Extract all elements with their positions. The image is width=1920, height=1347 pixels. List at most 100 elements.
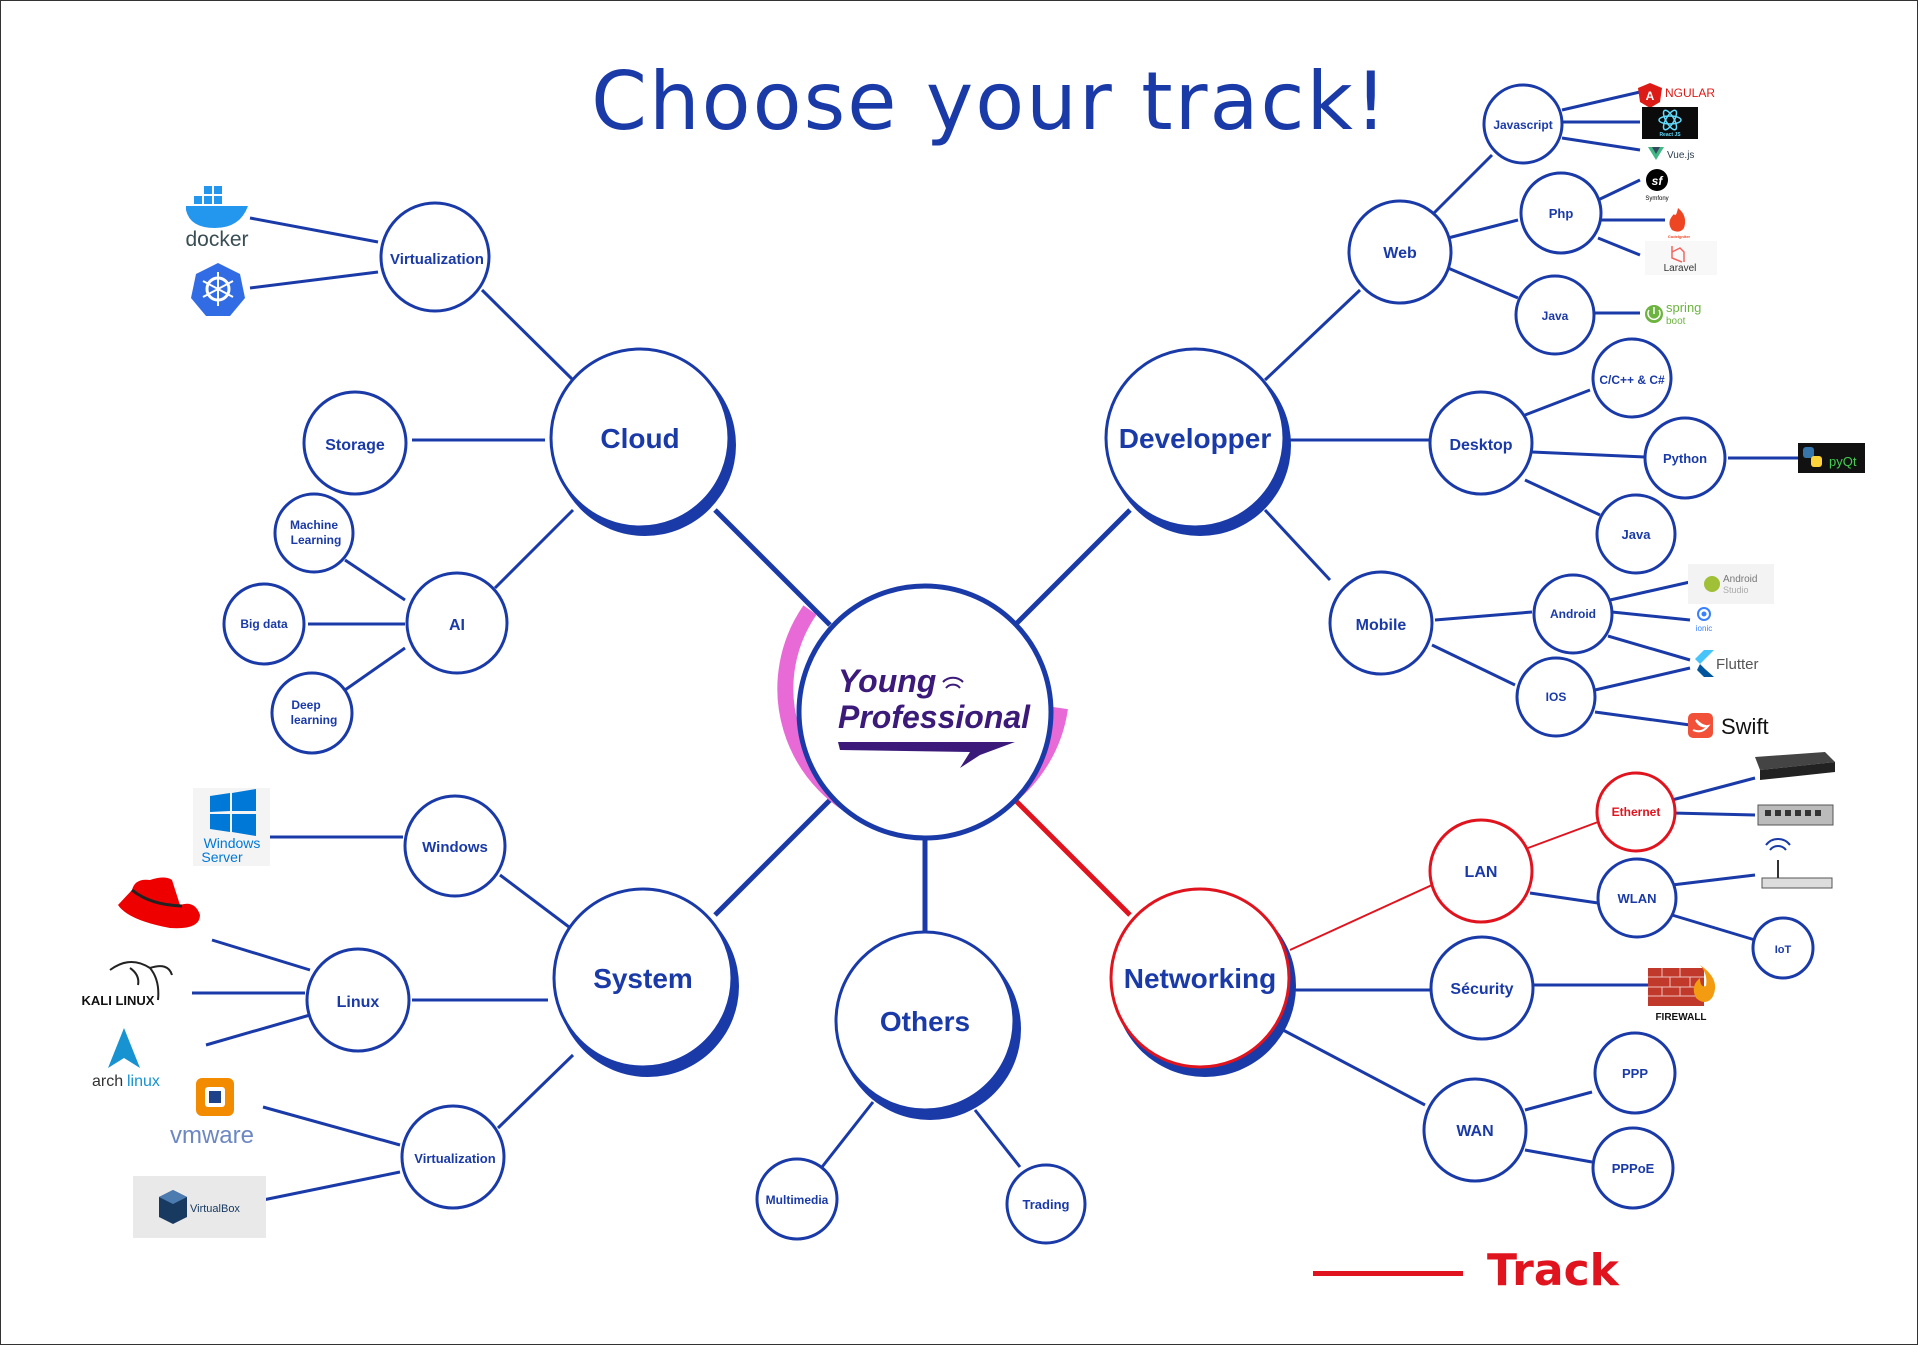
edge-wlan-iot xyxy=(1671,913,1756,942)
edge-virt-docker xyxy=(249,216,379,244)
label-ppp: PPP xyxy=(1622,1066,1648,1081)
label-virtualization-system: Virtualization xyxy=(414,1151,495,1166)
android-studio-logo: Android Studio xyxy=(1688,564,1774,604)
virtualbox-text: VirtualBox xyxy=(190,1203,240,1215)
label-windows: Windows xyxy=(422,839,488,856)
react-atom-icon xyxy=(1658,109,1682,131)
small-nodes xyxy=(222,83,1815,1245)
codeigniter-text: CodeIgniter xyxy=(1668,234,1691,239)
node-others[interactable]: Others xyxy=(834,930,1021,1120)
label-java-web: Java xyxy=(1542,309,1569,323)
arch-logo: arch linux xyxy=(92,1028,160,1090)
node-virtualization-cloud[interactable] xyxy=(379,201,491,313)
label-android: Android xyxy=(1550,607,1596,621)
label-security: Sécurity xyxy=(1450,981,1513,998)
label-virtualization-cloud: Virtualization xyxy=(390,251,484,268)
edge-center-networking xyxy=(1013,798,1132,917)
node-ethernet[interactable] xyxy=(1595,771,1677,853)
node-big-data[interactable] xyxy=(222,582,306,666)
node-storage[interactable] xyxy=(302,390,408,496)
windows-server-text-1: Windows xyxy=(204,835,261,851)
spring-boot-logo: spring boot xyxy=(1645,300,1701,327)
node-mobile[interactable] xyxy=(1328,570,1434,676)
track-connectors xyxy=(1013,798,1599,951)
android-studio-icon xyxy=(1704,576,1720,592)
laravel-icon xyxy=(1671,246,1685,263)
ionic-icon xyxy=(1697,607,1711,621)
small-node-labels: Virtualization Storage AI Machine Learni… xyxy=(240,118,1791,1212)
node-system[interactable]: System xyxy=(552,887,739,1077)
kali-logo: KALI LINUX xyxy=(82,961,173,1008)
node-desktop[interactable] xyxy=(1428,390,1534,496)
edge-web-js xyxy=(1430,153,1494,217)
node-wlan[interactable] xyxy=(1596,857,1678,939)
node-php[interactable] xyxy=(1519,171,1603,255)
vmware-text: vmware xyxy=(170,1122,254,1149)
node-machine-learning[interactable] xyxy=(273,492,355,574)
node-security[interactable] xyxy=(1429,935,1535,1041)
edge-lan-wlan xyxy=(1529,891,1599,905)
label-wlan: WLAN xyxy=(1618,891,1657,906)
node-python[interactable] xyxy=(1643,416,1727,500)
node-trading[interactable] xyxy=(1005,1163,1087,1245)
flutter-logo: Flutter xyxy=(1695,650,1759,677)
laravel-logo: Laravel xyxy=(1645,241,1717,275)
edge-system-windows xyxy=(499,873,574,932)
node-system-label: System xyxy=(593,963,693,994)
virtualbox-logo: VirtualBox xyxy=(133,1176,266,1238)
edge-ethernet-switch2 xyxy=(1671,811,1756,817)
edge-android-ionic xyxy=(1611,610,1691,622)
react-text: React JS xyxy=(1659,132,1681,138)
node-javascript[interactable] xyxy=(1482,83,1564,165)
node-others-label: Others xyxy=(880,1006,970,1037)
python-snake-icon xyxy=(1803,447,1822,467)
node-wan[interactable] xyxy=(1422,1077,1528,1183)
label-multimedia: Multimedia xyxy=(766,1193,829,1207)
windows-server-logo: Windows Server xyxy=(193,788,270,866)
edge-virt-kube xyxy=(249,270,379,290)
arch-text-1: arch xyxy=(92,1073,123,1090)
vue-logo: Vue.js xyxy=(1648,147,1694,161)
node-pppoe[interactable] xyxy=(1591,1126,1675,1210)
laravel-text: Laravel xyxy=(1664,263,1697,274)
label-php: Php xyxy=(1549,206,1574,221)
node-linux[interactable] xyxy=(305,947,411,1053)
wifi-router-icon xyxy=(1761,838,1833,889)
node-c-cpp-cs[interactable] xyxy=(1591,337,1673,419)
center-node[interactable]: Young Professional xyxy=(777,583,1068,841)
wifi-icon xyxy=(942,676,964,689)
node-web[interactable] xyxy=(1347,199,1453,305)
node-virtualization-system[interactable] xyxy=(400,1104,506,1210)
node-developper[interactable]: Developper xyxy=(1104,347,1291,536)
node-ppp[interactable] xyxy=(1593,1031,1677,1115)
firewall-logo: FIREWALL xyxy=(1648,965,1716,1023)
label-javascript: Javascript xyxy=(1493,118,1552,132)
flutter-icon xyxy=(1695,650,1714,664)
ionic-text: ionic xyxy=(1696,624,1712,633)
firewall-flame-icon xyxy=(1693,965,1716,1002)
node-cloud[interactable]: Cloud xyxy=(549,347,736,536)
label-storage: Storage xyxy=(325,437,385,454)
node-ios[interactable] xyxy=(1515,656,1597,738)
label-iot: IoT xyxy=(1775,944,1792,956)
node-java-desktop[interactable] xyxy=(1595,493,1677,575)
node-deep-learning[interactable] xyxy=(270,671,354,755)
node-lan[interactable] xyxy=(1428,818,1534,924)
node-windows[interactable] xyxy=(403,794,507,898)
node-ai[interactable] xyxy=(405,571,509,675)
edge-others-multimedia xyxy=(820,1101,875,1168)
kali-text: KALI LINUX xyxy=(82,993,155,1008)
edge-net-wan xyxy=(1282,1028,1426,1107)
node-java-web[interactable] xyxy=(1514,274,1596,356)
node-iot[interactable] xyxy=(1751,916,1815,980)
symfony-text: Symfony xyxy=(1645,196,1668,202)
node-android[interactable] xyxy=(1532,573,1614,655)
edge-virt-vmware xyxy=(262,1105,401,1147)
react-logo: React JS xyxy=(1642,107,1698,139)
node-multimedia[interactable] xyxy=(755,1157,839,1241)
edge-linux-redhat xyxy=(211,938,311,972)
edge-wan-pppoe xyxy=(1524,1148,1593,1164)
redhat-hat-icon xyxy=(118,877,200,929)
node-networking[interactable]: Networking xyxy=(1109,887,1296,1077)
